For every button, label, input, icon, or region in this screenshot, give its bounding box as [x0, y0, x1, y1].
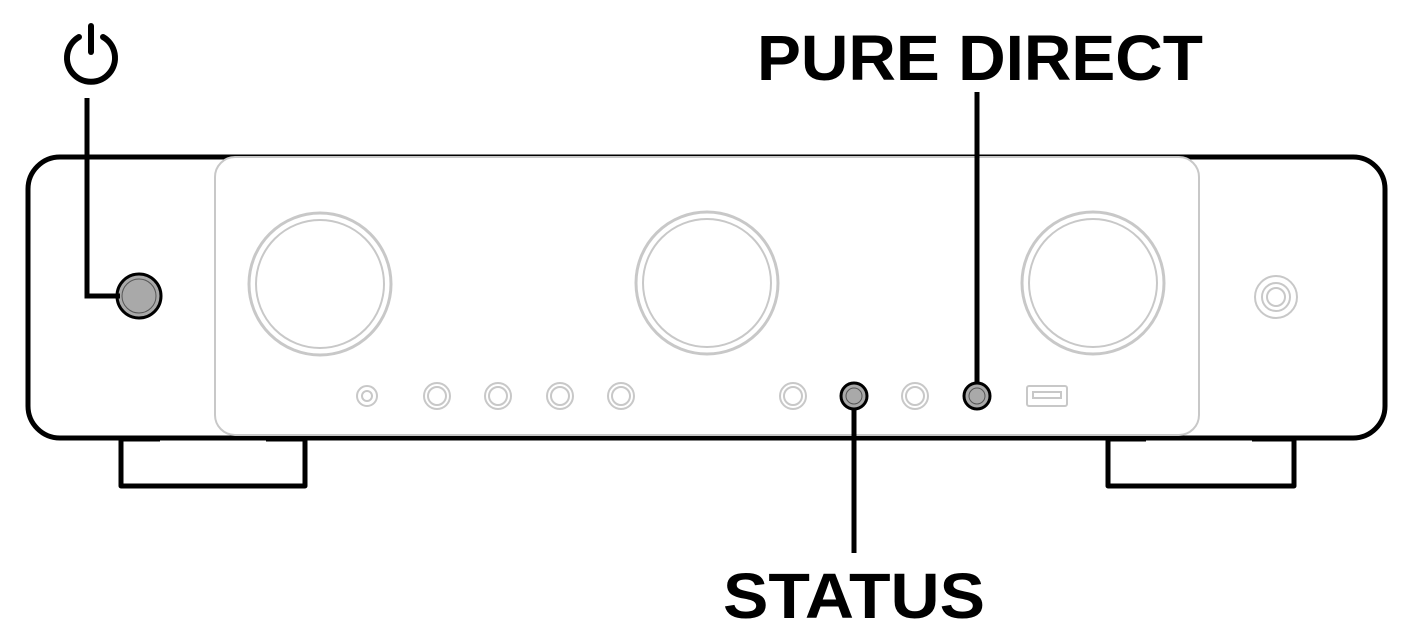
- status-label: STATUS: [723, 560, 985, 632]
- power-button[interactable]: [115, 272, 163, 320]
- mic-jack[interactable]: [356, 385, 378, 407]
- left-knob[interactable]: [247, 211, 393, 357]
- panel-button-5[interactable]: [779, 382, 807, 410]
- headphone-jack[interactable]: [1254, 275, 1298, 319]
- panel-button-2[interactable]: [484, 382, 512, 410]
- power-leader-line: [84, 98, 120, 299]
- status-button[interactable]: [839, 381, 869, 411]
- power-symbol-label: ⏻: [91, 59, 92, 61]
- power-icon: ⏻: [64, 23, 118, 85]
- left-foot: [118, 436, 308, 489]
- usb-port-icon[interactable]: [1026, 385, 1068, 407]
- pure-direct-button[interactable]: [962, 381, 992, 411]
- right-foot: [1105, 436, 1297, 489]
- panel-button-4[interactable]: [607, 382, 635, 410]
- right-knob[interactable]: [1020, 210, 1166, 356]
- pure-direct-label: PURE DIRECT: [757, 22, 1203, 94]
- panel-button-6[interactable]: [901, 382, 929, 410]
- front-panel: [214, 156, 1200, 436]
- panel-button-1[interactable]: [423, 382, 451, 410]
- center-knob[interactable]: [634, 210, 780, 356]
- panel-button-3[interactable]: [546, 382, 574, 410]
